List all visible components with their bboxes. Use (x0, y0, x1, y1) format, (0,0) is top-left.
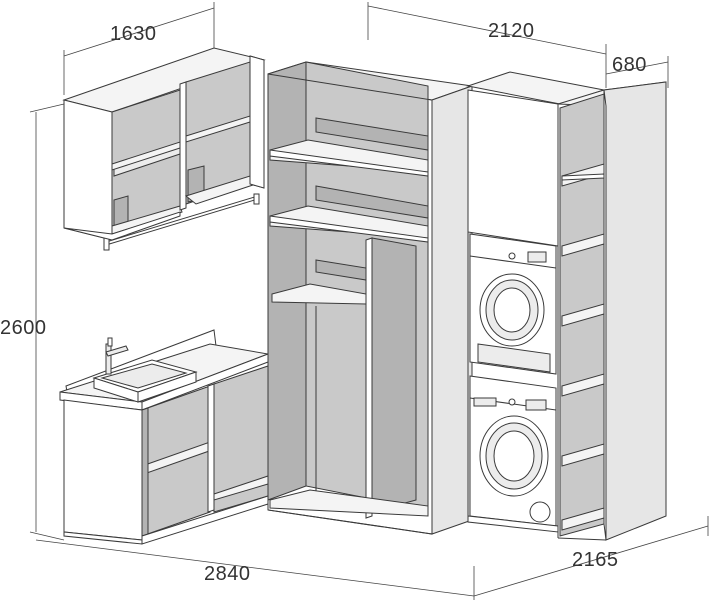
dim-label-total-width: 2840 (204, 563, 251, 585)
dim-label-height: 2600 (0, 317, 47, 339)
vanity-unit (59, 329, 270, 545)
appliance-column (466, 71, 605, 533)
tall-open-cabinet (267, 61, 473, 535)
dimension-lines (29, 2, 709, 600)
dryer-icon (469, 233, 557, 375)
faucet-icon (105, 337, 129, 375)
dim-label-wall-width: 1630 (110, 23, 157, 45)
dim-label-tall-width: 2120 (488, 20, 535, 42)
shelf-column (557, 81, 667, 541)
dim-label-side-length: 2165 (572, 549, 619, 571)
washing-machine-icon (469, 375, 557, 527)
dim-label-depth: 680 (612, 54, 647, 76)
wall-cabinets (62, 47, 266, 251)
